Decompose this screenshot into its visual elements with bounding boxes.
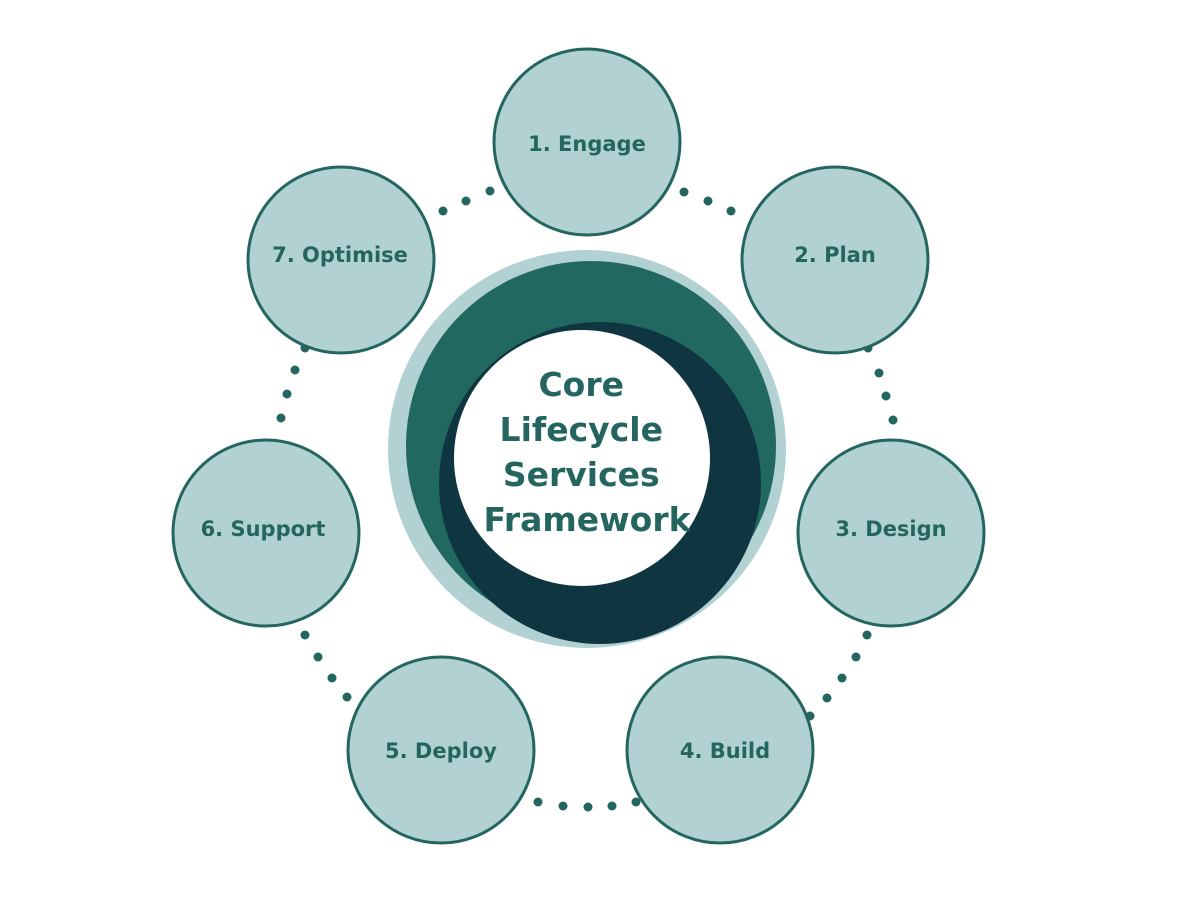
connector-dot — [703, 196, 713, 206]
connector-dot — [558, 801, 568, 811]
stage-design-label: 3. Design — [835, 517, 946, 541]
center-title-line-4: Framework — [483, 500, 691, 539]
connector-dot — [461, 196, 471, 206]
center-title-line-3: Services — [503, 455, 660, 494]
connector-dot — [327, 673, 337, 683]
stage-plan-circle — [740, 165, 930, 355]
connector-dot — [300, 630, 310, 640]
connector-dot — [533, 797, 543, 807]
stage-optimise: 7. Optimise — [246, 165, 436, 355]
connector-dot — [822, 693, 832, 703]
stage-support: 6. Support — [171, 438, 361, 628]
stage-optimise-label: 7. Optimise — [272, 243, 408, 267]
connector-dot — [282, 389, 292, 399]
connector-dot — [881, 391, 891, 401]
center-title-line-2: Lifecycle — [500, 410, 663, 449]
connector-dot — [862, 630, 872, 640]
center-title: Core Lifecycle Services Framework — [483, 365, 691, 539]
connector-dot — [313, 652, 323, 662]
center-title-line-1: Core — [538, 365, 624, 404]
connector-dot — [276, 413, 286, 423]
stage-support-circle — [171, 438, 361, 628]
connector-dot — [837, 673, 847, 683]
stage-design: 3. Design — [796, 438, 986, 628]
stage-engage: 1. Engage — [492, 47, 682, 237]
connector-dot — [583, 802, 593, 812]
connector-dot — [726, 206, 736, 216]
stage-deploy: 5. Deploy — [346, 655, 536, 845]
connector-dot — [874, 368, 884, 378]
connector-dot — [679, 187, 689, 197]
stage-deploy-circle — [346, 655, 536, 845]
connector-dot — [485, 186, 495, 196]
connector-dot — [607, 801, 617, 811]
stage-optimise-circle — [246, 165, 436, 355]
hub-center-disc — [454, 330, 710, 586]
connector-dot — [290, 365, 300, 375]
stage-plan-label: 2. Plan — [794, 243, 876, 267]
stage-design-circle — [796, 438, 986, 628]
stage-engage-label: 1. Engage — [528, 132, 646, 156]
central-hub: Core Lifecycle Services Framework — [388, 250, 786, 648]
connector-dot — [631, 797, 641, 807]
stage-engage-circle — [492, 47, 682, 237]
connector-dot — [342, 692, 352, 702]
connector-dot — [851, 652, 861, 662]
stage-build-circle — [625, 655, 815, 845]
stage-deploy-label: 5. Deploy — [385, 739, 497, 763]
connector-dot — [888, 415, 898, 425]
connector-dot — [438, 206, 448, 216]
stage-support-label: 6. Support — [201, 517, 326, 541]
stage-plan: 2. Plan — [740, 165, 930, 355]
stage-build: 4. Build — [625, 655, 815, 845]
stage-build-label: 4. Build — [680, 739, 770, 763]
